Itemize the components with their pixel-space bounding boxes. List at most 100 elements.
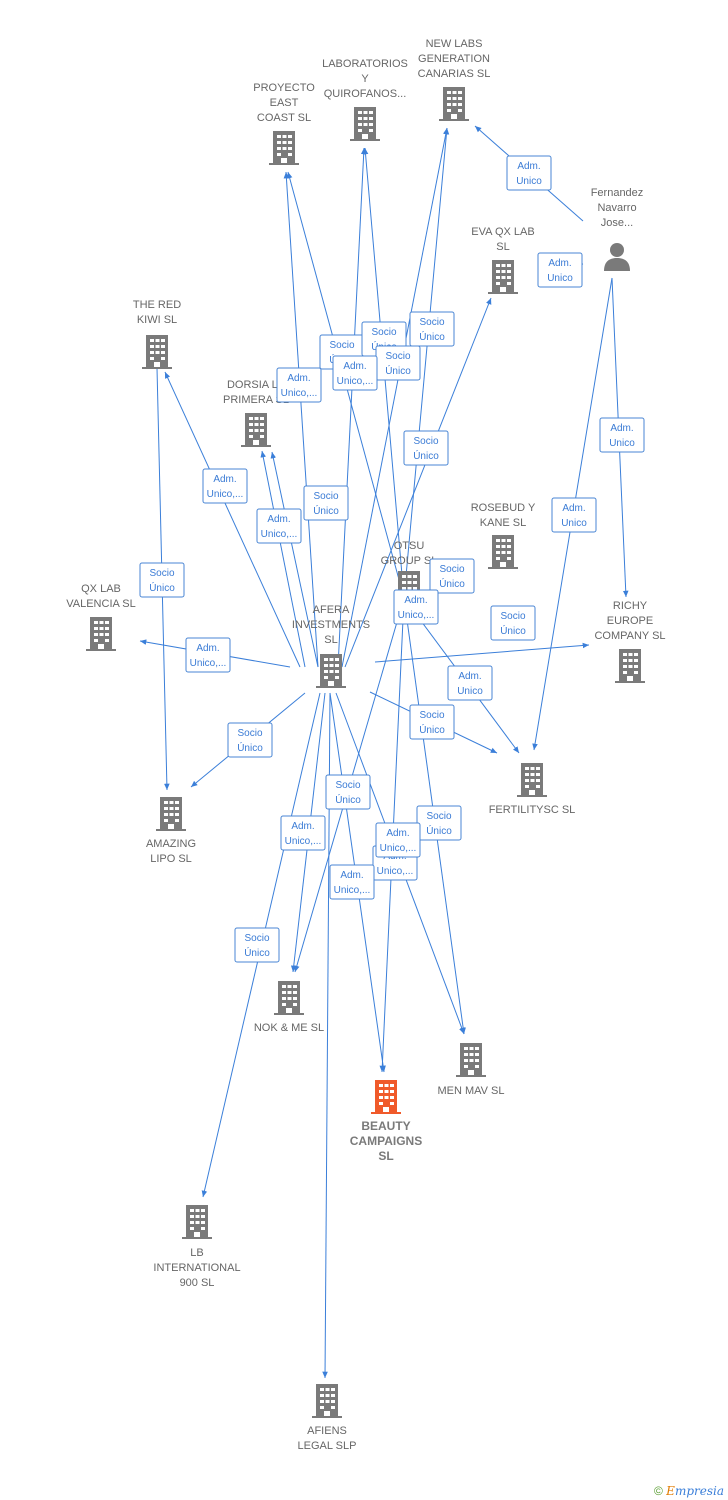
node-label: INVESTMENTS [292,619,370,631]
relation-text: Único [313,504,339,517]
relation-label[interactable]: Adm.Unico,... [256,508,302,544]
relation-text: Adm. [404,595,427,606]
relation-label[interactable]: Adm. Unico [599,417,645,453]
relation-box [256,508,302,544]
node-label: COMPANY SL [594,630,665,642]
relation-text: Socio [439,564,464,575]
relation-text: Adm. [343,361,366,372]
relation-text: Socio [385,351,410,362]
node-label: MEN MAV SL [437,1085,504,1097]
relation-text: Único [335,793,361,806]
node-label: EAST [270,97,299,109]
relation-box [490,605,536,641]
building-icon [316,654,346,688]
building-icon [488,535,518,569]
footer-brand[interactable]: © Empresia [654,1484,724,1498]
building-icon [182,1205,212,1239]
relation-text: Adm. [548,258,571,269]
brand-name: mpresia [674,1484,724,1498]
relation-text: Unico [547,273,573,284]
node-label: QX LAB [81,583,121,595]
relation-text: Adm. [562,503,585,514]
node-label: INTERNATIONAL [153,1262,240,1274]
relation-label[interactable]: Adm.Unico,... [202,468,248,504]
node-label: CAMPAIGNS [350,1134,422,1148]
relation-text: Adm. [458,671,481,682]
relation-text: Unico [457,686,483,697]
relation-label[interactable]: Adm. Unico [551,497,597,533]
node-men-mav[interactable]: MEN MAV SL [437,1043,505,1097]
node-laboratorios[interactable]: LABORATORIOSYQUIROFANOS... [322,58,408,141]
node-fertilitysc[interactable]: FERTILITYSC SL [489,763,576,816]
relation-label[interactable]: Adm.Unico,... [185,637,231,673]
relation-text: Unico [609,438,635,449]
relation-text: Adm. [267,514,290,525]
relation-text: Único [385,364,411,377]
person-icon [604,243,630,271]
relation-label[interactable]: Adm.Unico [506,155,552,191]
relation-box [303,485,349,521]
node-label: SL [378,1149,393,1163]
relation-text: Socio [426,811,451,822]
relation-label[interactable]: Adm.Unico,... [329,864,375,900]
relation-text: Adm. [287,373,310,384]
node-label: LABORATORIOS [322,58,408,70]
relation-label[interactable]: Adm.Unico,... [393,589,439,625]
copyright-icon: © [653,1484,663,1498]
node-label: NOK & ME SL [254,1022,324,1034]
node-label: GROUP SL [381,555,438,567]
relation-text: Único [419,723,445,736]
relation-label[interactable]: Adm.Unico,... [280,815,326,851]
relation-text: Único [244,946,270,959]
node-label: AMAZING [146,838,196,850]
relation-label[interactable]: Adm. Unico [447,665,493,701]
relation-text: Unico [561,518,587,529]
building-icon [156,797,186,831]
node-nok-me[interactable]: NOK & ME SL [254,981,324,1034]
relation-label[interactable]: Adm.Unico,... [276,367,322,403]
relation-text: Adm. [213,474,236,485]
relation-text: Adm. [610,423,633,434]
building-icon [615,649,645,683]
building-icon [241,413,271,447]
building-icon [439,87,469,121]
node-label: AFIENS [307,1425,347,1437]
relation-text: Unico,... [377,866,414,877]
relation-edge [403,127,450,599]
node-fernandez[interactable]: FernandezNavarroJose... [591,187,644,271]
node-label: SL [496,241,509,253]
relation-label[interactable]: Adm. Unico [537,252,583,288]
building-icon [456,1043,486,1077]
relation-text: Socio [371,327,396,338]
relation-label[interactable]: Adm.Unico,... [332,355,378,391]
relation-label[interactable]: Adm.Unico,... [375,822,421,858]
building-icon [488,260,518,294]
